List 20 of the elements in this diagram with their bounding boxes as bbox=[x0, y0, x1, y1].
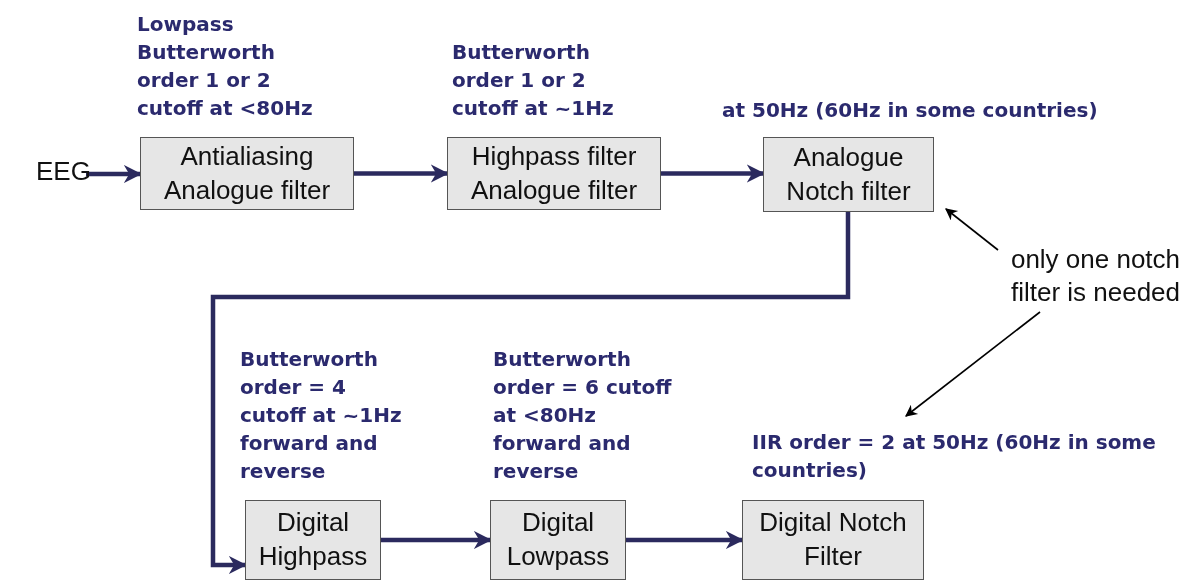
filter-spec-note: Butterworth order 1 or 2 cutoff at ~1Hz bbox=[452, 39, 615, 122]
leader-arrow bbox=[945, 208, 999, 251]
filter-spec-note: IIR order = 2 at 50Hz (60Hz in some countries) bbox=[752, 429, 1157, 484]
filter-box: Antialiasing Analogue filter bbox=[140, 137, 354, 210]
flow-arrow bbox=[354, 164, 449, 183]
label-text: only one notch filter is needed bbox=[993, 243, 1198, 315]
filter-spec-note: Butterworth order = 4 cutoff at ~1Hz forward and reverse bbox=[240, 346, 403, 485]
flow-arrow bbox=[381, 531, 492, 549]
filter-spec-note: at 50Hz (60Hz in some countries) bbox=[722, 97, 1099, 124]
filter-spec-note: Butterworth order = 6 cutoff at <80Hz forward and reverse bbox=[493, 346, 673, 485]
filter-box: Digital Notch Filter bbox=[742, 500, 924, 580]
leader-arrow bbox=[905, 311, 1041, 417]
filter-box: Highpass filter Analogue filter bbox=[447, 137, 661, 210]
filter-box: Digital Highpass bbox=[245, 500, 381, 580]
filter-spec-note: Lowpass Butterworth order 1 or 2 cutoff at <80Hz bbox=[137, 11, 314, 122]
flow-arrow bbox=[626, 531, 744, 549]
filter-box: Digital Lowpass bbox=[490, 500, 626, 580]
filter-box: Analogue Notch filter bbox=[763, 137, 934, 212]
flow-arrow bbox=[661, 164, 765, 183]
flow-arrow bbox=[210, 212, 851, 574]
